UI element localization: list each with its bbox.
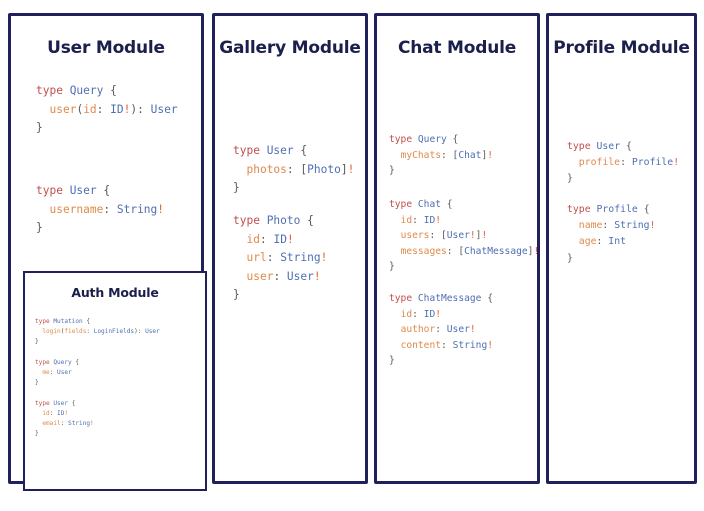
- code-block-user-type: type User { username: String! }: [36, 184, 165, 234]
- panel-title-profile-module: Profile Module: [553, 38, 690, 58]
- code-block-gallery-photo: type Photo { id: ID! url: String! user: …: [233, 214, 328, 301]
- panel-profile-module[interactable]: Profile Module type User { profile: Prof…: [546, 13, 697, 484]
- panel-title-auth-module: Auth Module: [71, 285, 159, 300]
- panel-auth-module[interactable]: Auth Module type Mutation { login(fields…: [23, 271, 207, 491]
- code-block-chat-type: type Chat { id: ID! users: [User!]! mess…: [389, 199, 540, 273]
- code-block-chat-query: type Query { myChats: [Chat]! }: [389, 134, 493, 177]
- panel-user-module[interactable]: User Module type Query { user(id: ID!): …: [8, 13, 207, 491]
- panel-title-user-module: User Module: [47, 38, 165, 58]
- code-block-profile-user: type User { profile: Profile! }: [567, 141, 680, 185]
- panel-title-gallery-module: Gallery Module: [219, 38, 361, 58]
- code-block-auth-schema: type Mutation { login(fields: LoginField…: [35, 318, 160, 438]
- panel-chat-module[interactable]: Chat Module type Query { myChats: [Chat]…: [374, 13, 540, 484]
- panel-gallery-module[interactable]: Gallery Module type User { photos: [Phot…: [212, 13, 368, 484]
- code-block-user-query: type Query { user(id: ID!): User }: [36, 84, 178, 134]
- panel-title-chat-module: Chat Module: [397, 38, 517, 58]
- code-block-gallery-user: type User { photos: [Photo]! }: [233, 144, 355, 194]
- code-block-chat-message: type ChatMessage { id: ID! author: User!…: [389, 293, 493, 367]
- code-block-profile-type: type Profile { name: String! age: Int }: [567, 204, 656, 264]
